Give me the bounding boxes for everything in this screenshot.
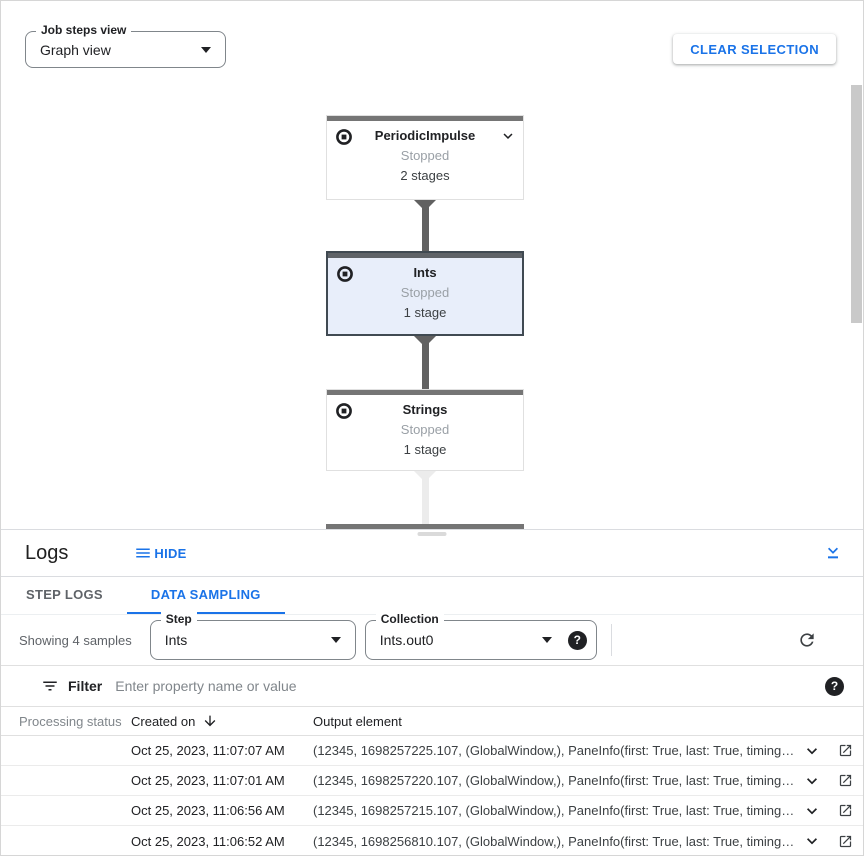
collection-select[interactable]: Collection Ints.out0 ? — [364, 612, 597, 660]
step-select-value: Ints — [164, 632, 188, 648]
node-stages: 1 stage — [403, 305, 447, 320]
created-on-cell: Oct 25, 2023, 11:06:56 AM — [131, 803, 285, 818]
col-created-on[interactable]: Created on — [131, 713, 313, 729]
logs-resize-handle[interactable] — [417, 532, 447, 536]
tab-step-logs[interactable]: STEP LOGS — [26, 587, 103, 602]
edge-periodicimpulse-ints — [422, 200, 429, 251]
dropdown-caret-icon — [541, 637, 552, 643]
showing-samples-text: Showing 4 samples — [19, 632, 132, 648]
collection-select-label: Collection — [375, 612, 444, 626]
tab-data-sampling[interactable]: DATA SAMPLING — [126, 577, 285, 614]
edge-arrow-icon — [414, 336, 436, 347]
node-status: Stopped — [400, 422, 450, 437]
open-in-new-icon[interactable] — [828, 803, 863, 818]
node-status: Stopped — [400, 285, 450, 300]
open-in-new-icon[interactable] — [828, 834, 863, 849]
expand-row-icon[interactable] — [795, 741, 828, 761]
table-row: Oct 25, 2023, 11:07:01 AM (12345, 169825… — [1, 766, 863, 796]
partial-node-top-bar — [326, 524, 524, 529]
step-select-label: Step — [160, 612, 197, 626]
table-row: Oct 25, 2023, 11:06:56 AM (12345, 169825… — [1, 796, 863, 826]
col-processing-status: Processing status — [19, 713, 122, 729]
node-title: PeriodicImpulse — [374, 128, 476, 143]
graph-node-ints[interactable]: Ints Stopped 1 stage — [326, 251, 524, 336]
col-output-element: Output element — [313, 713, 402, 729]
logs-header: Logs HIDE — [1, 530, 863, 577]
stopped-status-icon — [336, 265, 354, 286]
node-top-bar — [328, 253, 522, 258]
job-steps-view-label: Job steps view — [36, 23, 132, 37]
stopped-status-icon — [335, 128, 353, 149]
open-in-new-icon[interactable] — [828, 773, 863, 788]
stopped-status-icon — [335, 402, 353, 423]
job-steps-view-select[interactable]: Job steps view Graph view — [25, 23, 226, 68]
refresh-samples-button[interactable] — [797, 630, 817, 650]
node-top-bar — [327, 390, 523, 395]
dropdown-caret-icon — [330, 637, 341, 643]
sampling-toolbar: Showing 4 samples Step Ints Collection I… — [1, 612, 863, 666]
table-row: Oct 25, 2023, 11:07:07 AM (12345, 169825… — [1, 736, 863, 766]
samples-table-header: Processing status Created on Output elem… — [1, 707, 863, 736]
toolbar-divider — [610, 624, 612, 656]
node-title: Ints — [413, 265, 437, 280]
filter-input[interactable] — [115, 678, 813, 694]
created-on-cell: Oct 25, 2023, 11:06:52 AM — [131, 833, 285, 849]
node-stages: 1 stage — [403, 442, 447, 457]
node-title: Strings — [402, 402, 448, 417]
logs-title: Logs — [25, 541, 69, 564]
open-in-new-icon[interactable] — [828, 743, 863, 758]
output-element-cell: (12345, 1698257220.107, (GlobalWindow,),… — [313, 773, 795, 788]
expand-node-icon[interactable] — [499, 127, 517, 148]
expand-row-icon[interactable] — [795, 801, 828, 821]
filter-help-icon[interactable]: ? — [825, 676, 844, 696]
job-steps-view-value: Graph view — [40, 41, 111, 58]
collection-select-value: Ints.out0 — [379, 632, 434, 648]
created-on-cell: Oct 25, 2023, 11:07:07 AM — [131, 743, 285, 758]
created-on-cell: Oct 25, 2023, 11:07:01 AM — [131, 773, 285, 788]
collection-help-icon[interactable]: ? — [567, 630, 587, 650]
expand-row-icon[interactable] — [795, 831, 828, 851]
edge-strings-next — [422, 471, 429, 524]
hide-logs-button[interactable]: HIDE — [134, 544, 186, 562]
edge-arrow-icon — [414, 471, 436, 482]
output-element-cell: (12345, 1698257225.107, (GlobalWindow,),… — [313, 743, 795, 758]
edge-arrow-icon — [414, 200, 436, 211]
graph-vertical-scrollbar[interactable] — [851, 85, 862, 323]
hide-label: HIDE — [154, 545, 187, 561]
edge-ints-strings — [422, 336, 429, 389]
filter-icon — [41, 677, 59, 695]
node-status: Stopped — [400, 148, 450, 163]
output-element-cell: (12345, 1698257215.107, (GlobalWindow,),… — [313, 803, 795, 818]
collapse-panel-icon[interactable] — [823, 543, 843, 563]
sort-descending-icon[interactable] — [202, 713, 218, 729]
step-select[interactable]: Step Ints — [149, 612, 356, 660]
samples-table-body: Oct 25, 2023, 11:07:07 AM (12345, 169825… — [1, 736, 863, 855]
node-top-bar — [327, 116, 523, 121]
expand-row-icon[interactable] — [795, 771, 828, 791]
logs-panel: Logs HIDE STEP LOGS DATA SAMPLING Showin… — [1, 529, 863, 855]
col-created-on-label: Created on — [131, 713, 196, 729]
node-stages: 2 stages — [400, 168, 450, 183]
logs-tabs: STEP LOGS DATA SAMPLING — [1, 577, 863, 615]
table-row: Oct 25, 2023, 11:06:52 AM (12345, 169825… — [1, 826, 863, 855]
clear-selection-button[interactable]: CLEAR SELECTION — [673, 34, 836, 64]
graph-node-strings[interactable]: Strings Stopped 1 stage — [326, 389, 524, 471]
output-element-cell: (12345, 1698256810.107, (GlobalWindow,),… — [313, 833, 795, 849]
dropdown-caret-icon — [201, 46, 211, 53]
graph-node-periodicimpulse[interactable]: PeriodicImpulse Stopped 2 stages — [326, 115, 524, 200]
filter-bar: Filter ? — [1, 666, 863, 707]
filter-label: Filter — [68, 678, 103, 694]
